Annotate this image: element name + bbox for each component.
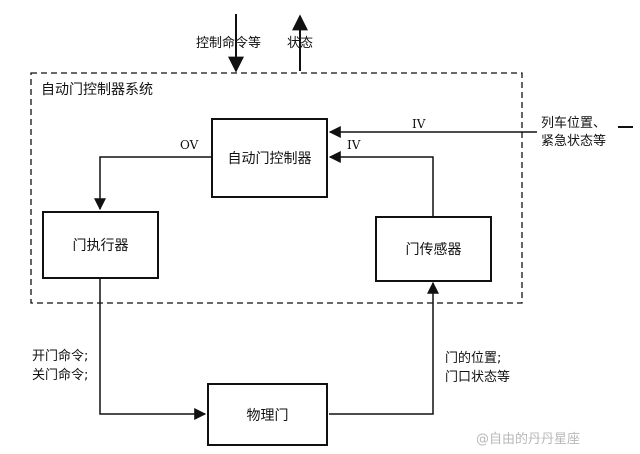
watermark: @自由的丹丹星座 xyxy=(476,432,581,447)
actuator-block: 门执行器 xyxy=(42,211,159,279)
external-iv-label: IV xyxy=(412,117,426,131)
physical-door-block: 物理门 xyxy=(207,383,328,446)
physical-door-label: 物理门 xyxy=(246,407,289,424)
controller-block: 自动门控制器 xyxy=(211,118,328,198)
sensor-label: 门传感器 xyxy=(405,242,462,258)
door-feedback-label: 门的位置; 门口状态等 xyxy=(445,349,510,387)
sensor-to-controller-arrow xyxy=(328,151,434,216)
system-boundary xyxy=(30,72,523,304)
actuator-label: 门执行器 xyxy=(72,238,129,254)
train-position-label: 列车位置、 xyxy=(541,116,607,131)
system-title: 自动门控制器系统 xyxy=(41,82,153,98)
sensor-iv-label: IV xyxy=(347,138,361,152)
sensor-block: 门传感器 xyxy=(375,216,492,282)
door-to-sensor-arrow xyxy=(329,281,439,415)
close-door-command-label: 关门命令; xyxy=(32,368,89,383)
doorway-status-label: 门口状态等 xyxy=(445,370,511,385)
status-output-label: 状态 xyxy=(287,36,314,51)
actuator-to-door-arrow xyxy=(99,279,207,420)
command-input-label: 控制命令等 xyxy=(196,36,262,51)
controller-label: 自动门控制器 xyxy=(227,151,312,167)
controller-to-actuator-arrow xyxy=(94,156,211,211)
door-position-label: 门的位置; xyxy=(445,351,502,366)
emergency-status-label: 紧急状态等 xyxy=(541,134,607,149)
open-door-command-label: 开门命令; xyxy=(32,349,89,364)
controller-ov-label: OV xyxy=(180,138,199,152)
door-commands-label: 开门命令; 关门命令; xyxy=(32,347,88,385)
